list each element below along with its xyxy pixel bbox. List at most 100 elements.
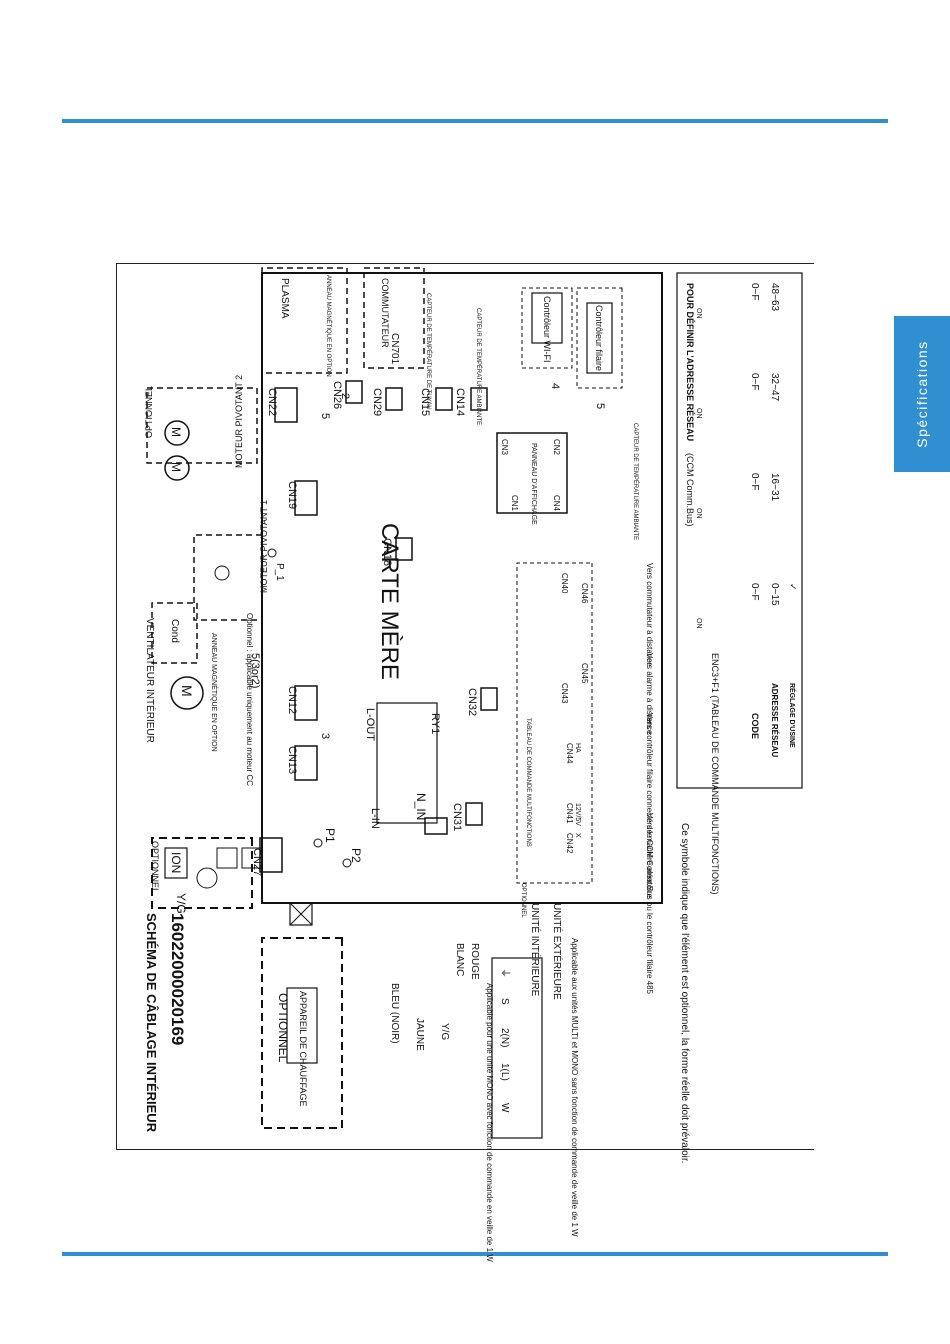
wifi-wire-count: 4	[549, 383, 561, 389]
cn13-wire-count: 3	[319, 733, 331, 739]
cn19-label: CN19	[286, 481, 298, 509]
display-room-sensor-label: CAPTEUR DE TEMPÉRATURE AMBIANTE	[632, 423, 639, 540]
cn15-label: CN15	[419, 388, 431, 416]
cn41-label: CN41	[565, 803, 574, 824]
part-number: 16022000020169	[168, 913, 187, 1045]
cn40-label: CN40	[560, 573, 569, 594]
heater-relay	[289, 902, 313, 926]
terminal-2n: 2(N)	[499, 1028, 510, 1047]
swing-motor-2-icon	[164, 420, 190, 446]
cn32-label: CN32	[466, 688, 478, 716]
fan-wire-count: 5(3or2)	[249, 653, 261, 688]
wire-yg-label: Y/G	[439, 1023, 450, 1040]
address-table-title: POUR DÉFINIR L'ADRESSE RÉSEAU	[685, 283, 695, 441]
cn19-connector	[294, 480, 318, 516]
wifi-box	[521, 287, 573, 369]
outdoor-unit-label: UNITÉ EXTÉRIEURE	[551, 903, 564, 1000]
col-3-code: 0~F	[749, 373, 760, 391]
cn43-label: CN43	[560, 683, 569, 704]
address-table-factory: RÉGLAGE D'USINE	[788, 683, 797, 748]
indoor-unit-label: UNITÉ INTÉRIEURE	[529, 903, 542, 997]
cn27-connector	[259, 837, 283, 873]
multi-board-label: TABLEAU DE COMMANDE MULTIFONCTIONS	[525, 718, 531, 847]
swing-motor-2-label: MOTEUR PIVOTANT 2	[234, 375, 244, 468]
p2-terminal	[342, 858, 352, 868]
side-tab-specifications[interactable]: Spécifications	[894, 316, 950, 472]
col-2-address: 16~31	[769, 473, 780, 502]
cond-label: Cond	[169, 619, 180, 643]
cn42-pins: X	[574, 833, 581, 838]
cn3-label: CN3	[500, 439, 509, 456]
heater-device	[286, 987, 318, 1064]
l-in-label: L-IN	[369, 808, 381, 829]
col-1-address: 0~15	[769, 583, 780, 606]
col-3-address: 32~47	[769, 373, 780, 402]
cn32-connector	[480, 687, 498, 711]
cn44-label: CN44	[565, 743, 574, 764]
swing-motor-1-m: M	[169, 462, 183, 472]
legend: Ce symbole indique que l'élément est opt…	[679, 823, 690, 1163]
cn18-connector	[395, 537, 413, 561]
multi-board-box	[516, 562, 593, 884]
room-sensor-label: CAPTEUR DE TEMPÉRATURE AMBIANTE	[475, 308, 482, 425]
ion-label: ION	[169, 852, 183, 873]
n-in-connector	[424, 817, 448, 835]
wire-yellow-label: JAUNE	[414, 1018, 425, 1051]
cn18-label: CN18	[381, 538, 393, 566]
l-out-label: L-OUT	[364, 708, 376, 741]
wifi-device	[531, 292, 563, 344]
ion-optional-label: OPTIONNEL	[150, 841, 160, 893]
wire-white-label: BLANC	[454, 943, 465, 976]
cn13-label: CN13	[286, 746, 298, 774]
to-ccm-label: Vers le CCM Comm.Bus ou le contrôleur fi…	[645, 813, 654, 995]
plasma-ring-label: ANNEAU MAGNÉTIQUE EN OPTION	[325, 275, 332, 377]
p1-label: P1	[323, 828, 337, 843]
col-1-code: 0~F	[749, 583, 760, 601]
cn12-connector	[294, 685, 318, 721]
cn31-label: CN31	[451, 803, 463, 831]
wired-device	[586, 302, 613, 374]
display-label: PANNEAU D'AFFICHAGE	[530, 443, 537, 525]
p-1-terminal	[267, 548, 277, 558]
top-rule	[62, 119, 888, 123]
col-1-factory: ✓	[788, 583, 798, 591]
wired-label: Contrôleur filaire	[594, 305, 604, 371]
optional-ion-box	[151, 837, 253, 909]
swing-motor-2-m: M	[169, 427, 183, 437]
cn29-connector	[385, 387, 403, 411]
p2-label: P2	[349, 848, 363, 863]
heater-label: APPAREIL DE CHAUFFAGE	[298, 991, 308, 1107]
cn701-label: CN701	[389, 333, 400, 365]
fan-note: Optionnel : applicable uniquement au mot…	[245, 613, 254, 786]
n-in-label: N_IN	[414, 793, 428, 820]
cn29-label: CN29	[371, 388, 383, 416]
cn22-connector	[274, 387, 298, 423]
wired-wire-count: 5	[594, 403, 606, 409]
cn44-pins: HA	[574, 743, 581, 753]
cn14-label: CN14	[454, 388, 466, 416]
terminal-w: W	[499, 1103, 510, 1113]
display-panel	[496, 432, 568, 514]
terminal-ground: ⏚	[499, 968, 511, 978]
cn12-label: CN12	[286, 686, 298, 714]
note-mono: Applicable pour une unité MONO avec fonc…	[485, 983, 494, 1262]
cn22-wire-count: 5	[319, 413, 331, 419]
col-1-switch-on: ON	[695, 618, 702, 629]
switch-board-label: COMMUTATEUR	[380, 278, 390, 348]
optional-heater-box	[261, 937, 343, 1129]
p-1-ground-icon	[214, 565, 230, 581]
switch-board-box	[363, 267, 425, 369]
main-board-label: CARTE MÈRE	[376, 523, 403, 680]
diagram-frame	[116, 263, 814, 1150]
diagram-rotated: SCHÉMA DE CÂBLAGE INTÉRIEUR 160220000201…	[144, 267, 803, 1262]
cn45-label: CN45	[580, 663, 589, 684]
relay-box	[376, 702, 438, 824]
ry1-label: RY1	[429, 713, 441, 734]
fan-ring-label: ANNEAU MAGNÉTIQUE EN OPTION	[210, 633, 219, 752]
cn26-wire-count: 2	[339, 393, 351, 399]
cn1-label: CN1	[510, 495, 519, 512]
cn46-label: CN46	[580, 583, 589, 604]
address-table-code: CODE	[750, 713, 760, 739]
terminal-block	[491, 957, 543, 1139]
